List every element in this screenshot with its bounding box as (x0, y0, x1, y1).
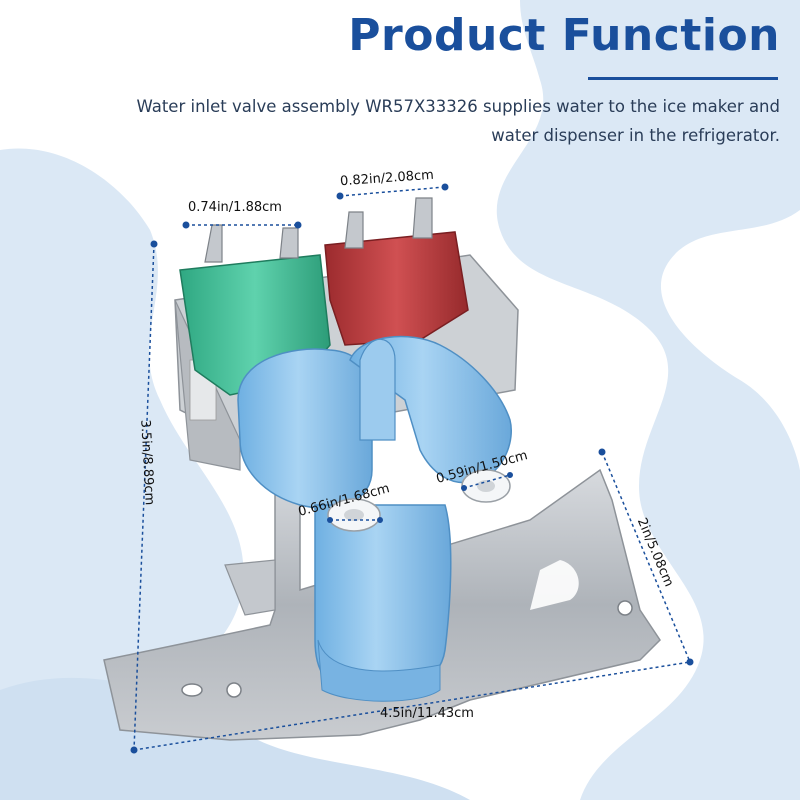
product-description: Water inlet valve assembly WR57X33326 su… (40, 92, 780, 150)
dimension-valve-left-width: 0.74in/1.88cm (188, 200, 282, 215)
description-line-2: water dispenser in the refrigerator. (491, 126, 780, 145)
valve-body (237, 335, 512, 702)
dimension-lines (130, 183, 694, 754)
red-solenoid (324, 197, 469, 346)
dimension-total-width: 4.5in/11.43cm (380, 706, 474, 721)
page-title: Product Function (348, 10, 780, 61)
description-line-1: Water inlet valve assembly WR57X33326 su… (136, 97, 780, 116)
title-underline (588, 77, 778, 80)
